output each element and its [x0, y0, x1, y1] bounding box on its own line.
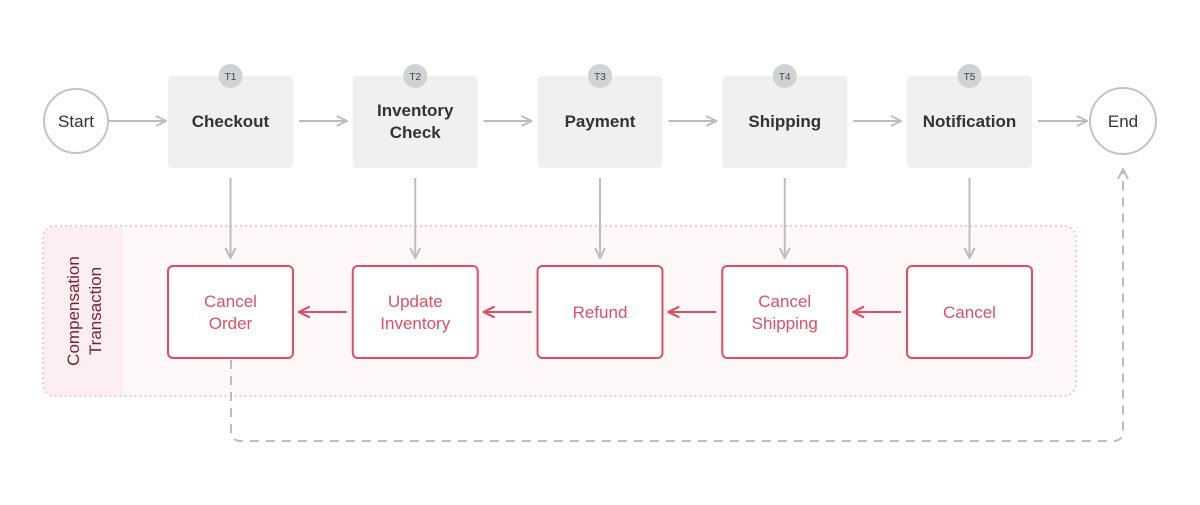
step-badge: [588, 64, 612, 88]
compensation-step-label-line-1: Refund: [573, 303, 628, 322]
step-badge-label: T2: [409, 72, 421, 83]
step-label-line-2: Check: [390, 123, 442, 142]
step-badge: [957, 64, 982, 88]
step-badge: [772, 64, 797, 88]
step-label-line-1: Payment: [565, 112, 636, 131]
step-box: [722, 76, 848, 168]
compensation-step-box: [721, 265, 849, 359]
step-badge-label: T3: [594, 72, 606, 83]
compensation-title-line-2: Transaction: [86, 267, 105, 355]
end-node: [1089, 87, 1157, 155]
compensation-step-box: [906, 265, 1033, 359]
compensation-step-box: [167, 265, 294, 359]
compensation-title-line-1: Compensation: [64, 256, 83, 366]
step-badge-label: T5: [964, 72, 976, 83]
step-box: [352, 76, 478, 168]
compensation-step-label-line-1: Cancel: [758, 292, 811, 311]
step-badge-label: T4: [779, 72, 791, 83]
step-badge-label: T1: [225, 72, 237, 83]
compensation-step-label-line-1: Update: [388, 292, 443, 311]
step-label-line-1: Inventory: [377, 101, 454, 120]
step-box: [168, 76, 293, 168]
compensation-step-label-line-2: Order: [209, 314, 253, 333]
step-label-line-1: Shipping: [748, 112, 821, 131]
compensation-step-box: [351, 265, 479, 359]
step-box: [907, 76, 1032, 168]
compensation-step-refund: Refund: [536, 265, 664, 359]
step-label-line-1: Checkout: [192, 112, 270, 131]
compensation-step-label-line-2: Inventory: [380, 314, 450, 333]
compensation-step-cancel: Cancel: [906, 265, 1033, 359]
compensation-side-panel: [44, 227, 123, 395]
step-badge: [403, 64, 428, 88]
compensation-step-label-line-1: Cancel: [204, 292, 257, 311]
step-badge: [218, 64, 243, 88]
start-label: Start: [58, 112, 94, 131]
step-box: [537, 76, 663, 168]
start-node: [43, 88, 109, 154]
end-label: End: [1108, 112, 1138, 131]
compensation-step-label-line-2: Shipping: [752, 314, 818, 333]
compensation-step-box: [536, 265, 664, 359]
connector-layer: [109, 121, 1087, 312]
compensation-step-label-line-1: Cancel: [943, 303, 996, 322]
step-label-line-1: Notification: [923, 112, 1017, 131]
